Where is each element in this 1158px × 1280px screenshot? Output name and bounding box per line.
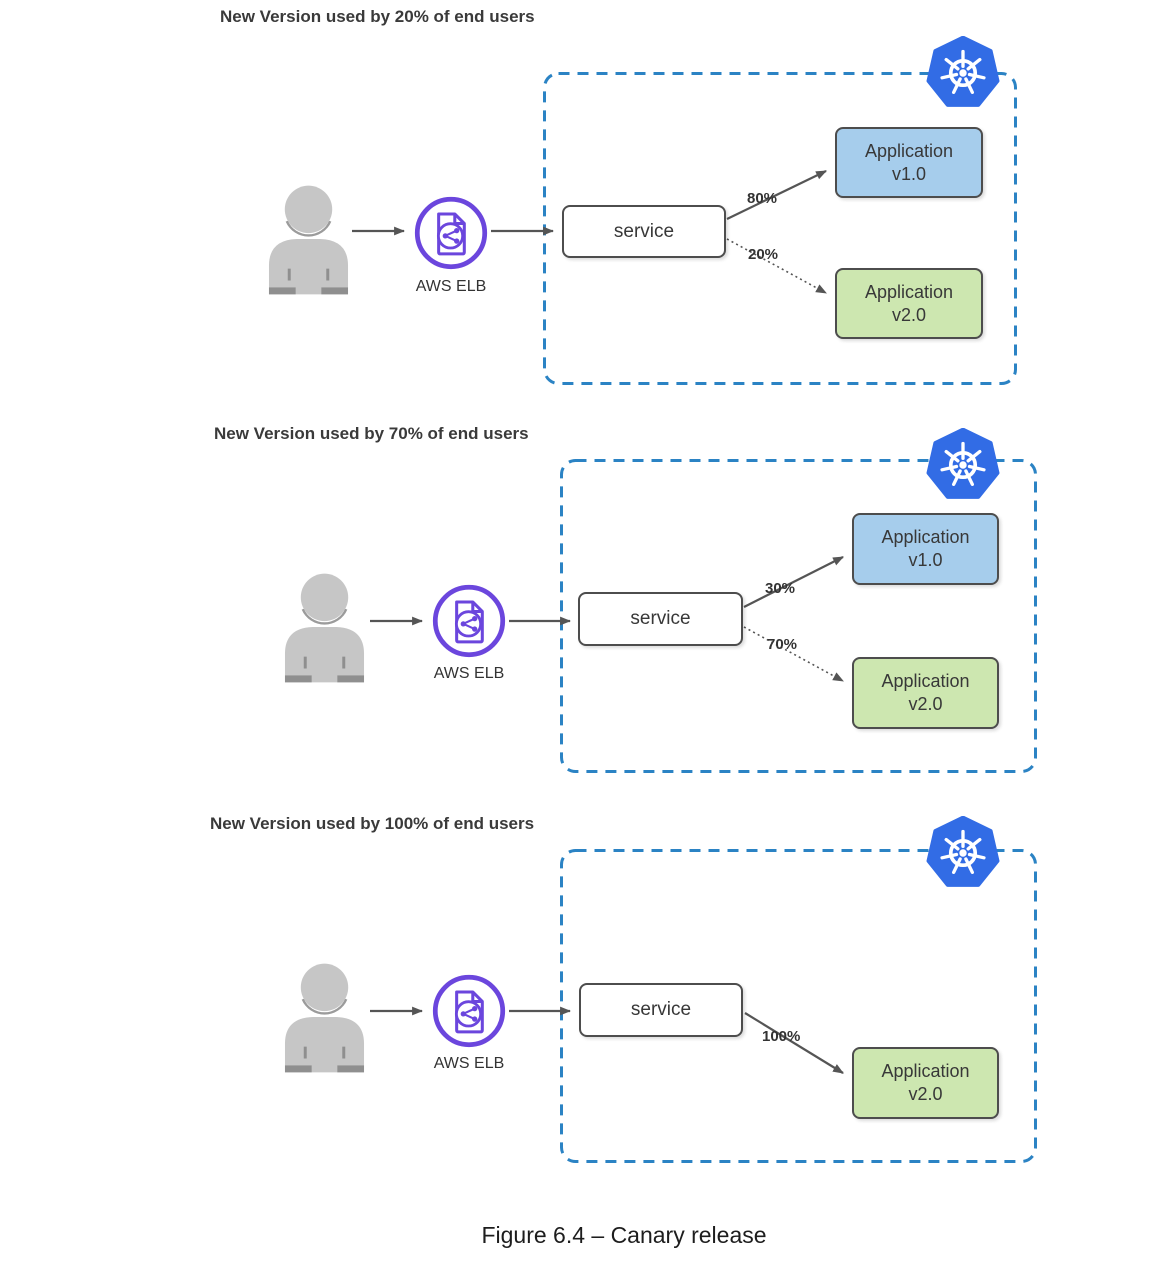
aws-elb-label: AWS ELB xyxy=(433,665,505,682)
service-label: service xyxy=(630,608,691,629)
service-node: service xyxy=(578,592,743,646)
service-label: service xyxy=(630,999,692,1020)
section-2-title: New Version used by 70% of end users xyxy=(214,424,529,443)
application-v2-node: Application v2.0 xyxy=(852,657,999,729)
service-node: service xyxy=(579,983,743,1037)
figure-caption: Figure 6.4 – Canary release xyxy=(481,1222,767,1248)
kubernetes-logo-icon xyxy=(926,428,1000,502)
application-version: v2.0 xyxy=(908,694,943,714)
application-v1-node: Application v1.0 xyxy=(835,127,983,198)
application-name: Application xyxy=(864,281,954,302)
service-label: service xyxy=(613,220,675,242)
traffic-percent-v2: 100% xyxy=(762,1028,801,1045)
application-v2-node: Application v2.0 xyxy=(852,1047,999,1119)
section-1-title: New Version used by 20% of end users xyxy=(220,7,535,26)
traffic-percent-v1: 80% xyxy=(747,190,778,207)
application-version: v2.0 xyxy=(891,304,927,325)
traffic-percent-v1: 30% xyxy=(765,580,796,597)
aws-elb-icon xyxy=(413,195,489,271)
kubernetes-logo-icon xyxy=(926,816,1000,890)
application-version: v2.0 xyxy=(908,1084,943,1104)
aws-elb-icon xyxy=(431,973,507,1049)
traffic-percent-v2: 70% xyxy=(767,636,798,653)
user-icon xyxy=(267,182,350,295)
aws-elb-icon xyxy=(431,583,507,659)
user-icon xyxy=(283,960,366,1073)
aws-elb-label: AWS ELB xyxy=(433,1055,505,1072)
application-name: Application xyxy=(881,671,970,691)
application-v2-node: Application v2.0 xyxy=(835,268,983,339)
user-icon xyxy=(283,570,366,683)
application-version: v1.0 xyxy=(908,550,943,570)
section-3-title: New Version used by 100% of end users xyxy=(210,814,535,833)
kubernetes-logo-icon xyxy=(926,36,1000,110)
aws-elb-label: AWS ELB xyxy=(415,278,487,295)
application-name: Application xyxy=(881,1061,970,1081)
application-version: v1.0 xyxy=(891,163,927,184)
application-name: Application xyxy=(881,527,970,547)
application-v1-node: Application v1.0 xyxy=(852,513,999,585)
application-name: Application xyxy=(864,140,954,161)
traffic-percent-v2: 20% xyxy=(748,246,779,263)
service-node: service xyxy=(562,205,726,258)
